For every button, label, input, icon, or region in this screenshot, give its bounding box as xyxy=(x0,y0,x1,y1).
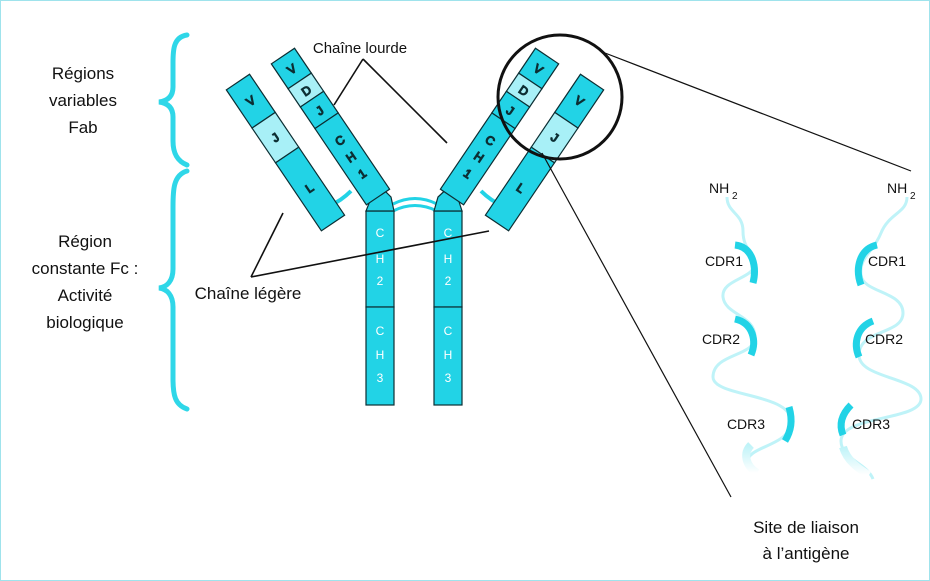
cdr1-right: CDR1 xyxy=(868,253,906,269)
svg-text:H: H xyxy=(376,252,385,266)
nh2-left: NH 2 xyxy=(709,180,738,202)
label-chaine-lourde: Chaîne lourde xyxy=(313,40,407,57)
svg-text:H: H xyxy=(376,348,385,362)
cdr3-right: CDR3 xyxy=(852,416,890,432)
svg-text:Site de liaison: Site de liaison xyxy=(753,518,859,537)
cdr2-left: CDR2 xyxy=(702,331,740,347)
svg-text:H: H xyxy=(444,252,453,266)
svg-text:NH: NH xyxy=(709,180,729,196)
svg-text:variables: variables xyxy=(49,91,117,110)
brace-fab xyxy=(159,35,187,165)
svg-text:2: 2 xyxy=(732,191,738,202)
svg-text:C: C xyxy=(376,324,385,338)
svg-text:2: 2 xyxy=(377,274,384,288)
svg-text:constante Fc :: constante Fc : xyxy=(32,259,139,278)
hinge-bonds xyxy=(329,191,503,211)
svg-text:Région: Région xyxy=(58,232,112,251)
svg-text:2: 2 xyxy=(910,191,916,202)
svg-text:C: C xyxy=(444,324,453,338)
svg-text:3: 3 xyxy=(377,371,384,385)
zoom-line-bottom xyxy=(542,153,731,497)
svg-text:Régions: Régions xyxy=(52,64,114,83)
svg-text:3: 3 xyxy=(445,371,452,385)
cdr3-left: CDR3 xyxy=(727,416,765,432)
svg-text:à l’antigène: à l’antigène xyxy=(763,544,850,563)
label-regions-variables: Régions variables Fab xyxy=(49,64,117,137)
cdr2-right: CDR2 xyxy=(865,331,903,347)
label-chaine-legere: Chaîne légère xyxy=(195,284,302,303)
nh2-right: NH 2 xyxy=(887,180,916,202)
svg-text:biologique: biologique xyxy=(46,313,124,332)
svg-text:NH: NH xyxy=(887,180,907,196)
brace-fc xyxy=(159,171,187,409)
cdr1-left: CDR1 xyxy=(705,253,743,269)
svg-text:Fab: Fab xyxy=(68,118,97,137)
svg-text:Activité: Activité xyxy=(58,286,113,305)
svg-text:2: 2 xyxy=(445,274,452,288)
svg-text:C: C xyxy=(376,226,385,240)
label-site-liaison: Site de liaison à l’antigène xyxy=(753,518,859,563)
label-region-constante: Région constante Fc : Activité biologiqu… xyxy=(32,232,139,332)
svg-text:H: H xyxy=(444,348,453,362)
zoom-line-top xyxy=(605,53,911,171)
